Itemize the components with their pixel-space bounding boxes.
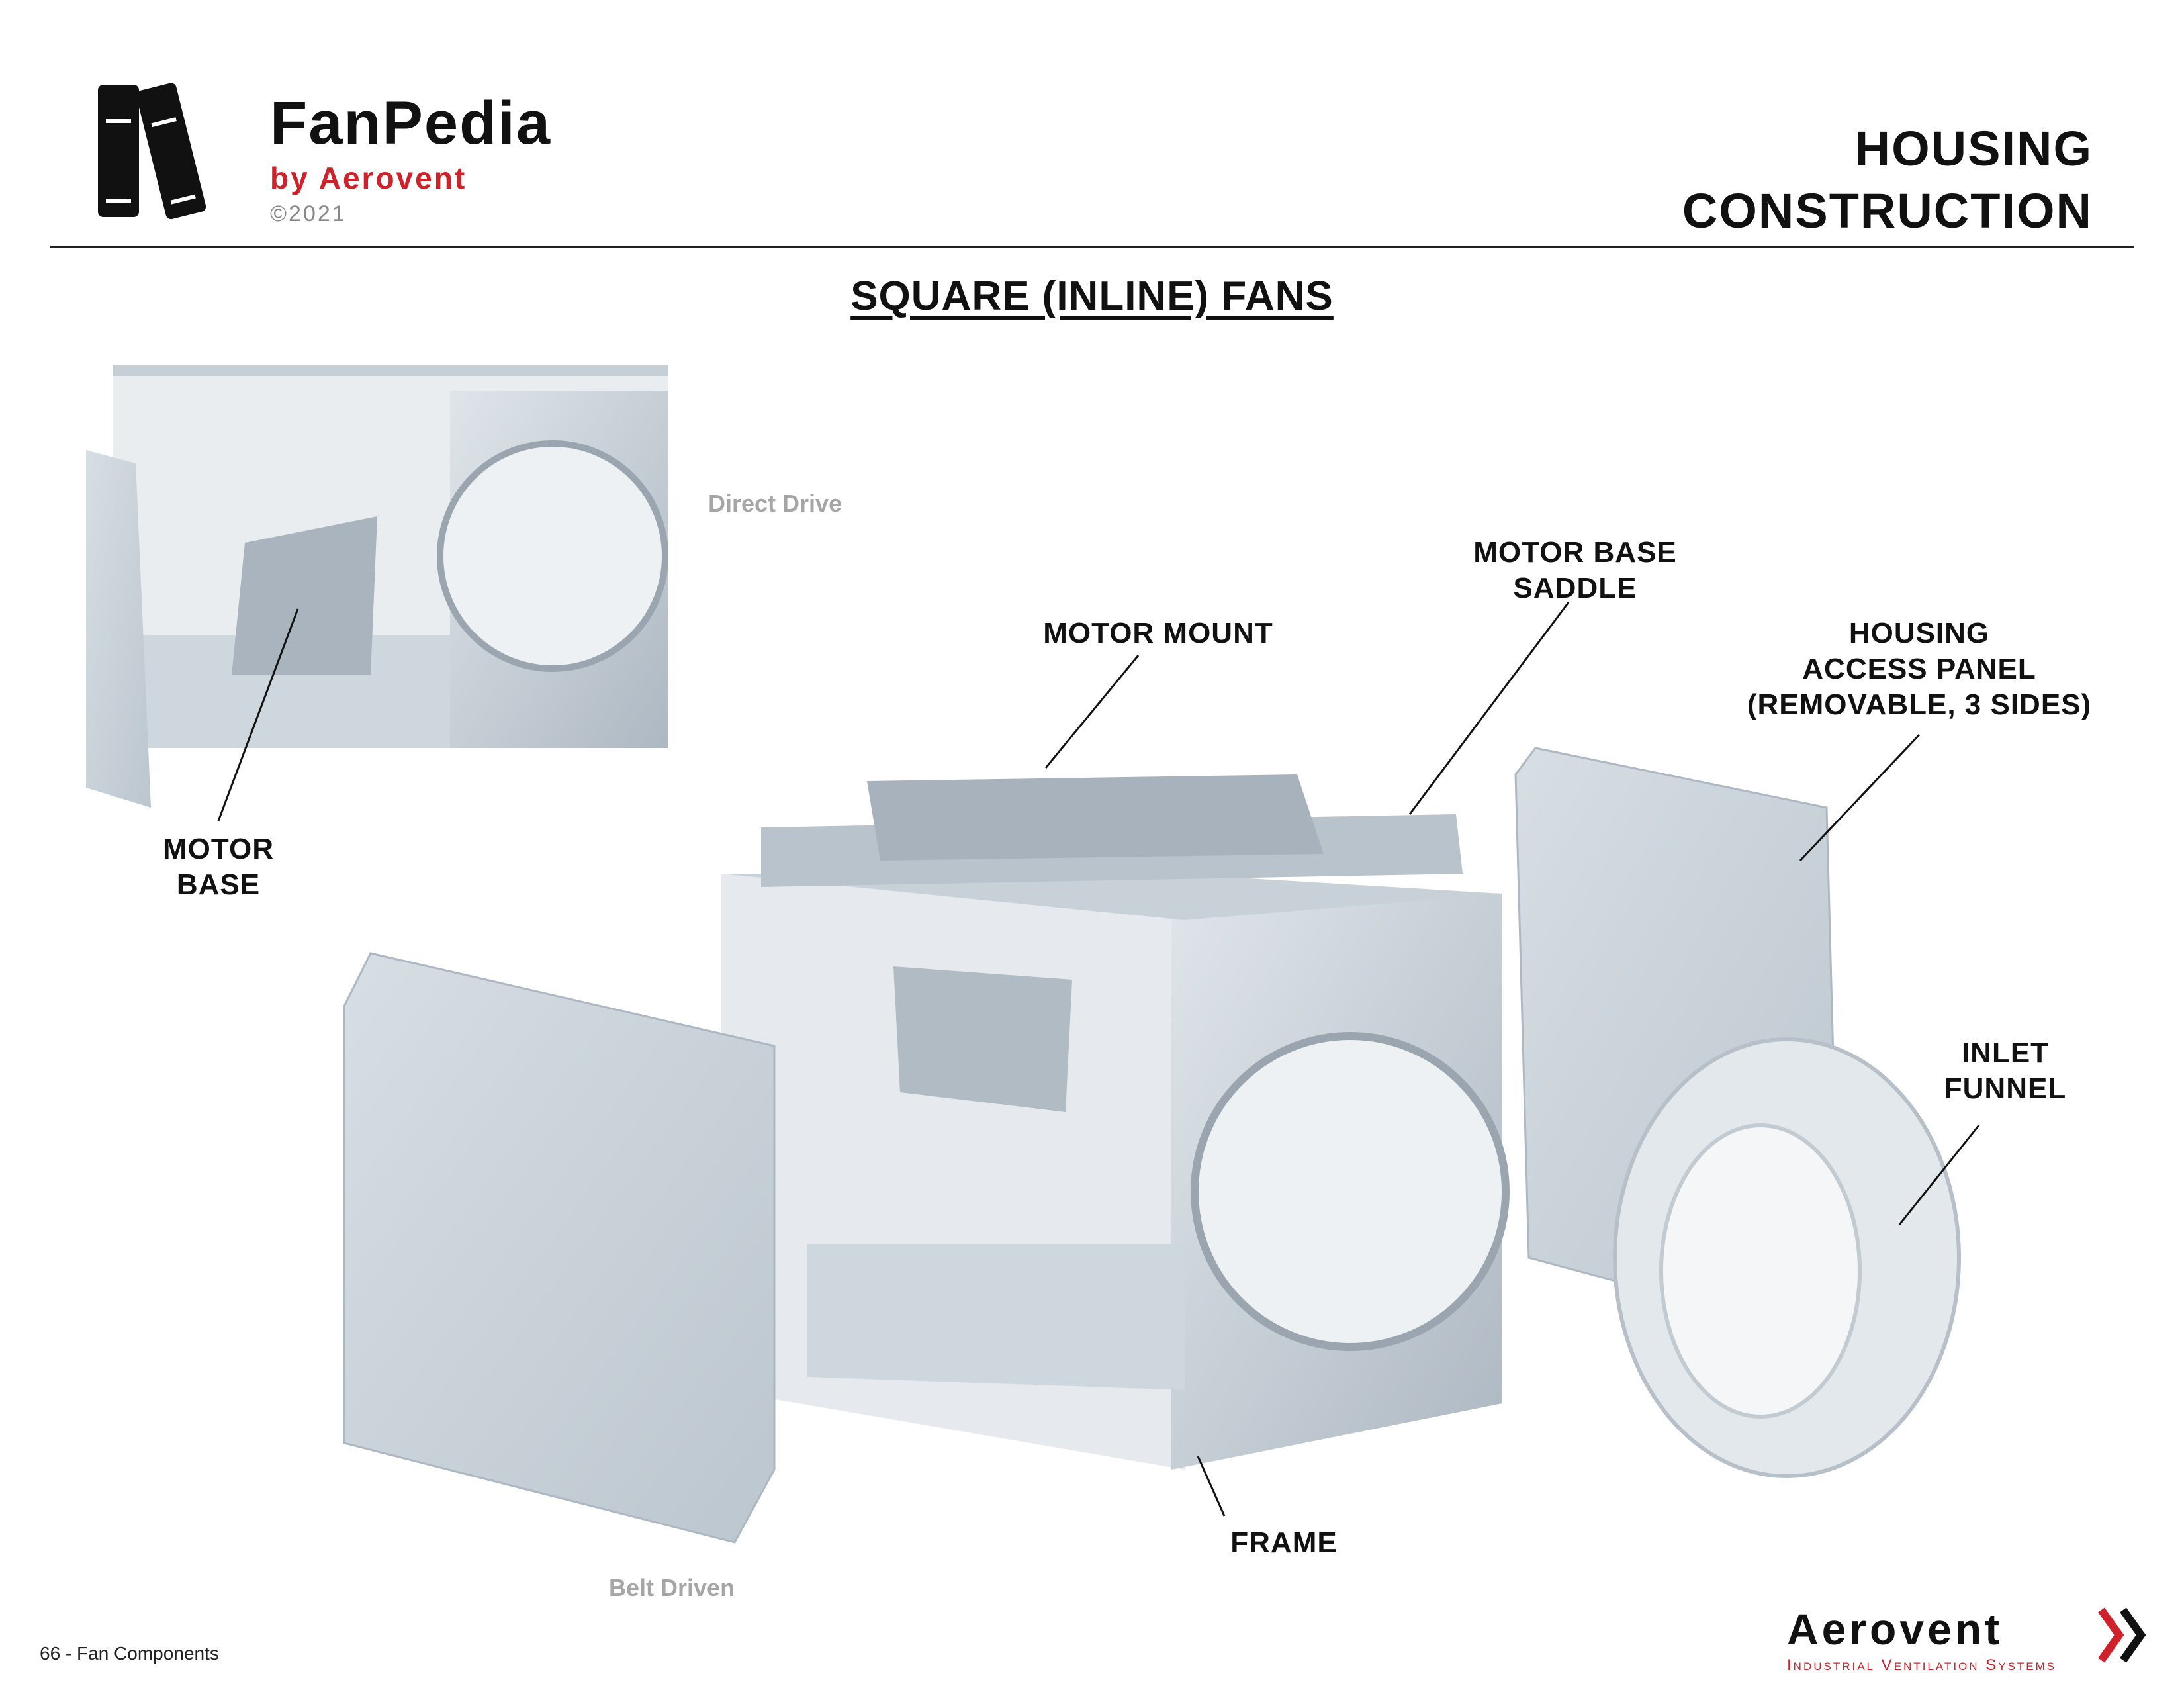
label-access-panel-line-3: (REMOVABLE, 3 SIDES) bbox=[1747, 688, 2092, 721]
label-frame: FRAME bbox=[1230, 1526, 1338, 1559]
label-access-panel-line-1: HOUSING bbox=[1848, 617, 1990, 649]
inlet-funnel bbox=[1613, 1037, 1961, 1478]
page-title-line-1: HOUSING bbox=[1854, 121, 2093, 176]
aerovent-chevron-icon bbox=[2098, 1607, 2146, 1663]
label-motor-mount: MOTOR MOUNT bbox=[1043, 617, 1273, 649]
label-inlet-funnel: INLET FUNNEL bbox=[1906, 1035, 2105, 1107]
label-motor-base-saddle: MOTOR BASE SADDLE bbox=[1456, 535, 1694, 606]
label-housing-access-panel: HOUSING ACCESS PANEL (REMOVABLE, 3 SIDES… bbox=[1727, 616, 2111, 723]
section-subtitle: SQUARE (INLINE) FANS bbox=[850, 273, 1334, 319]
label-motor-base: MOTOR BASE bbox=[163, 833, 274, 901]
label-inlet-funnel-line-1: INLET bbox=[1961, 1037, 2050, 1069]
leader-lines bbox=[217, 602, 1980, 1517]
direct-drive-housing bbox=[86, 365, 668, 808]
logo-byline: by Aerovent bbox=[270, 161, 467, 195]
label-motor-base-saddle-line-2: SADDLE bbox=[1513, 572, 1637, 604]
books-logo-icon bbox=[98, 83, 206, 220]
caption-belt-driven: Belt Driven bbox=[609, 1574, 735, 1601]
caption-direct-drive: Direct Drive bbox=[708, 490, 842, 517]
label-access-panel-line-2: ACCESS PANEL bbox=[1802, 653, 2036, 685]
page-title: HOUSING CONSTRUCTION bbox=[1682, 118, 2093, 242]
aerovent-tagline: Industrial Ventilation Systems bbox=[1787, 1656, 2057, 1674]
side-access-panel bbox=[343, 952, 776, 1544]
logo-wordmark: FanPedia bbox=[270, 89, 552, 157]
belt-driven-frame bbox=[721, 774, 1510, 1470]
label-inlet-funnel-line-2: FUNNEL bbox=[1944, 1072, 2067, 1105]
copyright: ©2021 bbox=[270, 201, 347, 226]
label-motor-base-saddle-line-1: MOTOR BASE bbox=[1473, 536, 1677, 569]
page-reference: 66 - Fan Components bbox=[40, 1643, 219, 1664]
page-title-line-2: CONSTRUCTION bbox=[1682, 183, 2093, 238]
header-divider bbox=[50, 246, 2134, 248]
aerovent-logo: Aerovent bbox=[1787, 1605, 2003, 1654]
